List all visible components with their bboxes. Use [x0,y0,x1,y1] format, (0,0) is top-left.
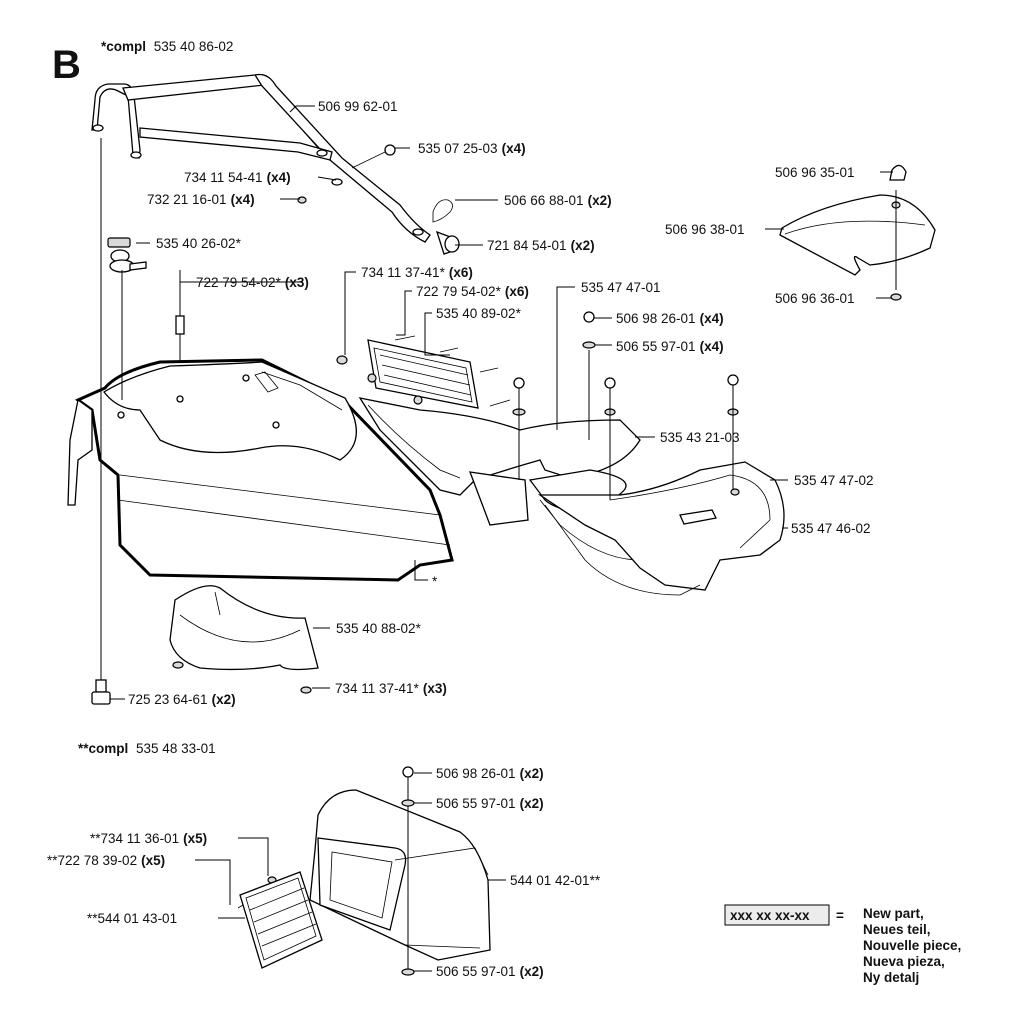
assembly-top-label: *compl 535 40 86-02 [101,39,233,54]
part-label: 535 43 21-03 [660,430,740,445]
assembly-bottom-label: **compl 535 48 33-01 [78,741,216,756]
main-hood [67,358,454,582]
assembly-bottom-number: 535 48 33-01 [136,741,216,756]
bottom-grille [239,871,323,969]
part-label: 535 47 47-02 [794,473,874,488]
part-label: 734 11 37-41*(x6) [361,265,473,280]
legend-code: xxx xx xx-xx [730,908,810,923]
part-label: 535 47 47-01 [581,280,661,295]
legend-line: Nouvelle piece, [863,938,961,953]
drawings [67,73,936,976]
legend-equals: = [836,908,844,923]
leader-lines [110,105,893,972]
part-label: 535 07 25-03(x4) [418,141,526,156]
legend-line: New part, [863,906,924,921]
part-label: 506 96 35-01 [775,165,855,180]
lock-knob [107,237,147,273]
part-labels: 506 99 62-01 535 07 25-03(x4) 734 11 54-… [47,99,874,979]
assembly-bottom-prefix: **compl [78,741,128,756]
part-label: 535 40 89-02* [436,306,522,321]
bottom-hood [237,766,491,976]
headers: B *compl 535 40 86-02 **compl 535 48 33-… [52,39,233,756]
part-label: * [432,574,438,589]
legend-line: Nueva pieza, [863,954,945,969]
seat [779,164,936,301]
part-label: 506 98 26-01(x2) [436,766,544,781]
legend-line: Ny detalj [863,970,919,985]
part-label: 506 99 62-01 [318,99,398,114]
part-label: 506 55 97-01(x4) [616,339,724,354]
part-label: 535 47 46-02 [791,521,871,536]
assembly-top-prefix: *compl [101,39,146,54]
part-label: **734 11 36-01(x5) [90,831,207,846]
part-label: 722 79 54-02*(x6) [416,284,529,299]
part-label: 506 66 88-01(x2) [504,193,612,208]
legend-code-box [724,904,830,926]
assembly-top-number: 535 40 86-02 [154,39,234,54]
footboard [537,408,785,596]
part-label: 535 40 88-02* [336,621,422,636]
part-label: 544 01 42-01** [510,873,601,888]
legend: xxx xx xx-xx = New part, Neues teil, Nou… [724,904,961,985]
part-label: 506 96 38-01 [665,222,745,237]
handle-frame [91,73,431,243]
part-label: **544 01 43-01 [87,911,177,926]
part-label: 725 23 64-61(x2) [128,692,236,707]
part-label: 506 96 36-01 [775,291,855,306]
legend-line: Neues teil, [863,922,931,937]
part-label: 734 11 54-41(x4) [184,170,291,185]
part-label: 734 11 37-41*(x3) [335,681,447,696]
section-letter: B [52,43,81,87]
part-label: 506 55 97-01(x2) [436,796,544,811]
part-label: 721 84 54-01(x2) [487,238,595,253]
part-label: 506 98 26-01(x4) [616,311,724,326]
screws-set-1 [512,311,739,500]
part-label: 535 40 26-02* [156,236,242,251]
part-label: 722 79 54-02*(x3) [196,275,309,290]
part-label: 506 55 97-01(x2) [436,964,544,979]
basket [169,585,319,694]
part-label: 732 21 16-01(x4) [147,192,255,207]
long-bolt [91,679,111,705]
handle-hardware [297,144,460,255]
part-label: **722 78 39-02(x5) [47,853,165,868]
